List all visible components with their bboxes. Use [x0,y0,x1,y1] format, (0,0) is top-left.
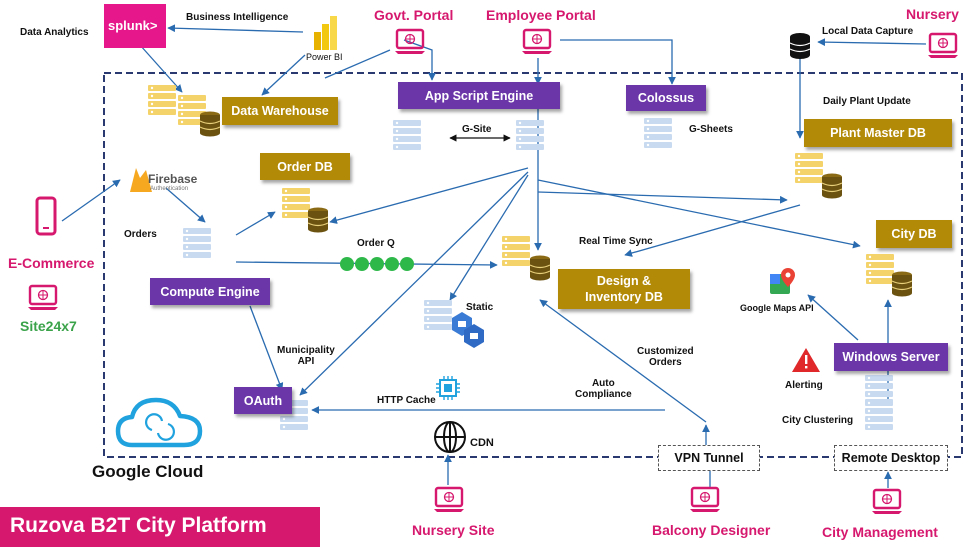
google-cloud-boundary [103,72,963,458]
label-g-sheets: G-Sheets [689,124,733,135]
db-data-warehouse[interactable]: Data Warehouse [222,97,338,125]
firebase-logo [130,168,152,192]
label-g-site: G-Site [462,124,492,135]
splunk-logo [104,4,166,48]
cdn-globe-icon [434,421,466,453]
service-colossus[interactable]: Colossus [626,85,706,111]
splunk-text: splunk> [108,18,158,33]
label-cdn: CDN [470,437,494,449]
db-city-db[interactable]: City DB [876,220,952,248]
title-banner [0,507,320,547]
label-customized-line1: Customized [637,346,694,357]
phone-icon [35,196,57,236]
service-windows-server[interactable]: Windows Server [834,343,948,371]
http-cache-chip-icon [436,376,460,400]
powerbi-logo [314,16,337,50]
static-hosting-icon [452,312,484,348]
db-design-inventory-line1: Design & [596,274,652,288]
db-order-db[interactable]: Order DB [260,153,350,180]
db-design-inventory-db[interactable]: Design & Inventory DB [558,269,690,309]
label-alerting: Alerting [785,380,823,391]
actor-nursery[interactable]: Nursery [906,6,959,22]
label-static: Static [466,302,494,313]
actor-city-management[interactable]: City Management [822,524,938,540]
label-customized-orders: Customized Orders [637,346,694,368]
local-db-icon [789,33,811,59]
db-design-inventory-line2: Inventory DB [585,290,663,304]
order-queue-dots [340,257,414,271]
label-auto-line2: Compliance [575,389,632,400]
label-http-cache: HTTP Cache [377,395,436,406]
label-orders: Orders [124,229,157,240]
label-data-analytics: Data Analytics [20,27,89,38]
service-compute-engine[interactable]: Compute Engine [150,278,270,305]
gmaps-text: Google Maps API [740,303,814,313]
label-business-intelligence: Business Intelligence [186,12,289,23]
label-municipality-line1: Municipality [277,345,335,356]
label-municipality-api: Municipality API [277,345,335,367]
google-maps-pin-icon [770,268,795,294]
label-city-clustering: City Clustering [782,415,854,426]
firebase-text: Firebase [148,172,198,186]
google-cloud-label: Google Cloud [92,462,204,481]
actor-nursery-site[interactable]: Nursery Site [412,522,495,538]
label-local-data-capture: Local Data Capture [822,26,914,37]
label-customized-line2: Orders [648,357,682,368]
actor-govt-portal[interactable]: Govt. Portal [374,7,454,23]
gateway-vpn-tunnel[interactable]: VPN Tunnel [658,445,760,471]
powerbi-text: Power BI [306,52,343,62]
alert-icon [792,348,820,372]
db-plant-master-db[interactable]: Plant Master DB [804,119,952,147]
page-title: Ruzova B2T City Platform [10,514,267,537]
label-auto-line1: Auto [591,378,615,389]
label-auto-compliance: Auto Compliance [575,378,632,400]
label-real-time-sync: Real Time Sync [579,236,653,247]
actor-employee-portal[interactable]: Employee Portal [486,7,596,23]
google-cloud-logo [115,397,203,448]
service-app-script-engine[interactable]: App Script Engine [398,82,560,109]
label-daily-plant-update: Daily Plant Update [823,96,911,107]
actor-balcony-designer[interactable]: Balcony Designer [652,522,771,538]
gateway-remote-desktop[interactable]: Remote Desktop [834,445,948,471]
service-oauth[interactable]: OAuth [234,387,292,414]
firebase-subtext: Authentication [150,186,189,192]
label-municipality-line2: API [297,356,315,367]
site247-text: Site24x7 [20,318,77,334]
actor-ecommerce[interactable]: E-Commerce [8,255,95,271]
label-order-q: Order Q [357,238,395,249]
